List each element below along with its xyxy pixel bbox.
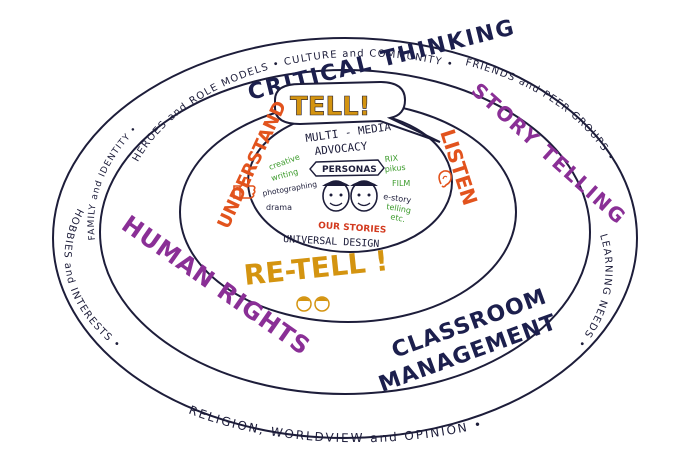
retell-label: RE-TELL ! bbox=[242, 244, 389, 292]
tell-speech-bubble bbox=[274, 80, 441, 143]
retelling-faces-icon bbox=[296, 296, 330, 312]
film-label: FILM bbox=[392, 179, 410, 188]
pikus-label: pikus bbox=[384, 163, 406, 174]
outer-ring bbox=[52, 37, 638, 439]
middle-ring bbox=[99, 69, 591, 395]
universal-design-label: UNIVERSAL DESIGN bbox=[283, 234, 380, 250]
listen-label: LISTEN bbox=[435, 126, 482, 208]
etc-label: etc. bbox=[390, 212, 407, 224]
photographing-label: photographing bbox=[262, 179, 318, 197]
tell-label: TELL! bbox=[290, 92, 371, 122]
personas-label: PERSONAS bbox=[322, 165, 377, 175]
personas-faces-icon bbox=[322, 180, 378, 212]
drama-label: drama bbox=[266, 203, 292, 212]
telling-label: telling bbox=[386, 202, 412, 215]
estory-label: e-story bbox=[383, 192, 412, 205]
advocacy-label: ADVOCACY bbox=[314, 139, 368, 158]
outer-right-lower-label: LEARNING NEEDS • bbox=[574, 233, 613, 350]
ear-icon bbox=[438, 170, 452, 188]
rix-label: RIX bbox=[384, 154, 399, 164]
personas-banner bbox=[309, 159, 385, 177]
thumbs-up-icon bbox=[233, 177, 256, 199]
our-stories-label: OUR STORIES bbox=[318, 221, 387, 236]
outer-bottom-label: RELIGION, WORLDVIEW and OPINION • bbox=[187, 403, 485, 445]
